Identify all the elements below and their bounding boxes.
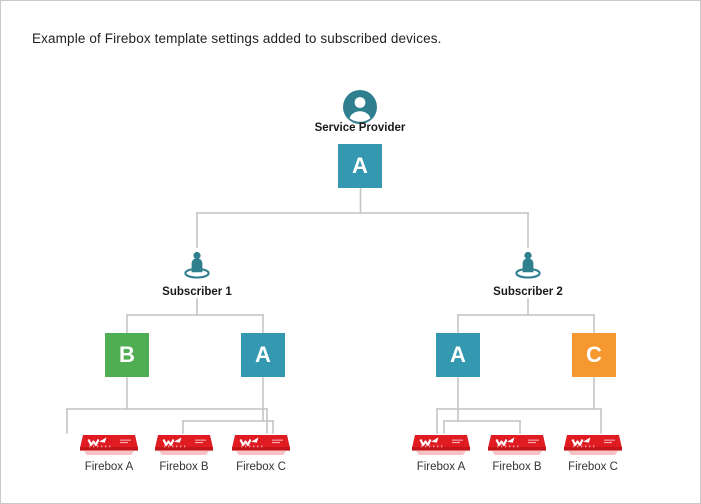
firebox-label-1c: Firebox C: [236, 461, 286, 473]
template-box-subscriber-1-a[interactable]: A: [241, 333, 285, 377]
service-provider-label: Service Provider: [314, 122, 406, 134]
page-title: Example of Firebox template settings add…: [32, 31, 442, 46]
person-location-icon: [184, 251, 210, 279]
firebox-label-1a: Firebox A: [84, 461, 134, 473]
firebox-device-1c[interactable]: [228, 429, 294, 459]
template-box-subscriber-2-a[interactable]: A: [436, 333, 480, 377]
template-box-subscriber-2-c[interactable]: C: [572, 333, 616, 377]
service-provider-node: [338, 85, 382, 129]
firebox-label-2c: Firebox C: [568, 461, 618, 473]
firebox-label-2b: Firebox B: [492, 461, 542, 473]
firebox-icon: [488, 435, 546, 455]
firebox-icon: [80, 435, 138, 455]
firebox-device-2c[interactable]: [560, 429, 626, 459]
firebox-icon: [412, 435, 470, 455]
firebox-icon: [155, 435, 213, 455]
firebox-label-1b: Firebox B: [159, 461, 209, 473]
firebox-label-2a: Firebox A: [416, 461, 466, 473]
firebox-icon: [564, 435, 622, 455]
subscriber-2-label: Subscriber 2: [493, 286, 563, 298]
template-box-subscriber-1-b[interactable]: B: [105, 333, 149, 377]
firebox-device-2a[interactable]: [408, 429, 474, 459]
subscriber-1-label: Subscriber 1: [162, 286, 232, 298]
subscriber-2-node: [510, 249, 546, 281]
subscriber-1-node: [179, 249, 215, 281]
firebox-device-2b[interactable]: [484, 429, 550, 459]
template-box-service-provider[interactable]: A: [338, 144, 382, 188]
firebox-device-1a[interactable]: [76, 429, 142, 459]
firebox-device-1b[interactable]: [151, 429, 217, 459]
firebox-icon: [232, 435, 290, 455]
person-location-icon: [515, 251, 541, 279]
user-circle-icon: [343, 90, 377, 124]
